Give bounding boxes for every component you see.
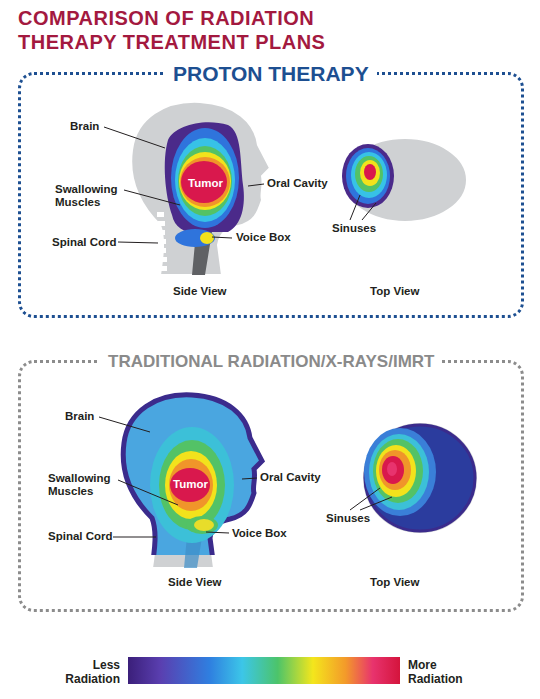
dose-green	[178, 146, 232, 216]
dose-outer	[165, 122, 244, 233]
dose-green	[373, 439, 423, 503]
part-label: Sinuses	[332, 222, 376, 235]
dose-outer	[365, 425, 475, 531]
leader-line	[206, 532, 229, 533]
scale-label: Less Radiation	[50, 658, 120, 686]
proton-top-view	[342, 138, 467, 222]
panel-heading: TRADITIONAL RADIATION/X-RAYS/IMRT	[100, 351, 442, 372]
leader-line	[362, 203, 376, 220]
vertebra	[160, 266, 167, 271]
leader-line	[350, 488, 380, 510]
leader-lines	[99, 417, 392, 537]
vertebra	[158, 221, 165, 226]
leader-line	[118, 242, 158, 243]
dose-blue	[82, 383, 302, 555]
part-label: Brain	[65, 410, 94, 423]
vertebra	[159, 248, 166, 253]
part-label: Oral Cavity	[267, 177, 328, 190]
leader-line	[350, 195, 360, 220]
head-top	[343, 138, 467, 222]
treatment-panel: TRADITIONAL RADIATION/X-RAYS/IMRT	[18, 360, 524, 612]
part-label: Sinuses	[326, 512, 370, 525]
dose-red	[170, 468, 210, 502]
proton-side-view	[131, 102, 270, 275]
dose-red	[382, 456, 404, 484]
dose-orange	[379, 450, 411, 490]
head-top	[362, 422, 478, 534]
dose-cyan	[351, 152, 387, 198]
part-label: Oral Cavity	[260, 471, 321, 484]
dose-green	[355, 156, 383, 192]
dose-green	[159, 440, 225, 530]
dose-blue	[346, 148, 390, 204]
part-label: Tumor	[173, 478, 208, 491]
part-label: Top View	[370, 576, 419, 589]
dose-core	[387, 462, 397, 476]
part-label: Side View	[173, 285, 226, 298]
dose-yellow	[360, 160, 380, 186]
vertebra	[159, 239, 166, 244]
part-label: Side View	[168, 576, 221, 589]
vertebra	[160, 257, 167, 262]
dose-orange	[180, 157, 230, 207]
dose-outer	[342, 144, 394, 208]
traditional-top-view	[362, 422, 478, 534]
part-label: Voice Box	[232, 527, 287, 540]
leader-line	[360, 497, 392, 510]
voice-box-dose-core	[200, 232, 214, 244]
dose-red	[364, 164, 376, 180]
title: COMPARISON OF RADIATION THERAPY TREATMEN…	[18, 6, 398, 54]
part-label: Voice Box	[236, 231, 291, 244]
part-label: Spinal Cord	[52, 236, 117, 249]
part-label: Tumor	[188, 177, 223, 190]
leader-line	[248, 184, 264, 186]
vertebra	[157, 212, 164, 217]
dose-red	[181, 161, 227, 203]
leader-line	[99, 417, 150, 432]
leader-line	[124, 190, 180, 205]
leader-line	[212, 237, 232, 238]
radiation-scale-bar	[128, 657, 400, 684]
leader-lines	[104, 127, 376, 243]
leader-line	[104, 127, 165, 148]
head-silhouette	[131, 102, 270, 275]
part-label: Brain	[70, 120, 99, 133]
dose-region	[82, 383, 302, 555]
part-label: Swallowing Muscles	[55, 183, 127, 209]
part-label: Spinal Cord	[48, 530, 113, 543]
part-label: Swallowing Muscles	[48, 472, 120, 498]
panel-heading: PROTON THERAPY	[165, 61, 377, 86]
voice-box-dose	[175, 229, 215, 247]
leader-line	[113, 537, 156, 538]
dose-blue	[171, 128, 239, 228]
spine	[157, 212, 167, 271]
voice-box-dose-core	[194, 519, 214, 531]
dose-yellow	[165, 451, 217, 519]
voice-box-dose	[186, 516, 218, 534]
dose-yellow	[376, 445, 416, 497]
dose-blue	[364, 428, 436, 516]
part-label: Top View	[370, 285, 419, 298]
dose-orange	[169, 459, 213, 511]
leader-line	[242, 478, 257, 479]
vertebra	[158, 230, 165, 235]
leader-line	[118, 480, 178, 505]
dose-cyan	[175, 138, 235, 222]
dose-cyan	[150, 427, 234, 543]
dose-cyan	[369, 434, 429, 510]
scale-label: More Radiation	[408, 658, 478, 686]
dose-yellow	[179, 152, 231, 210]
